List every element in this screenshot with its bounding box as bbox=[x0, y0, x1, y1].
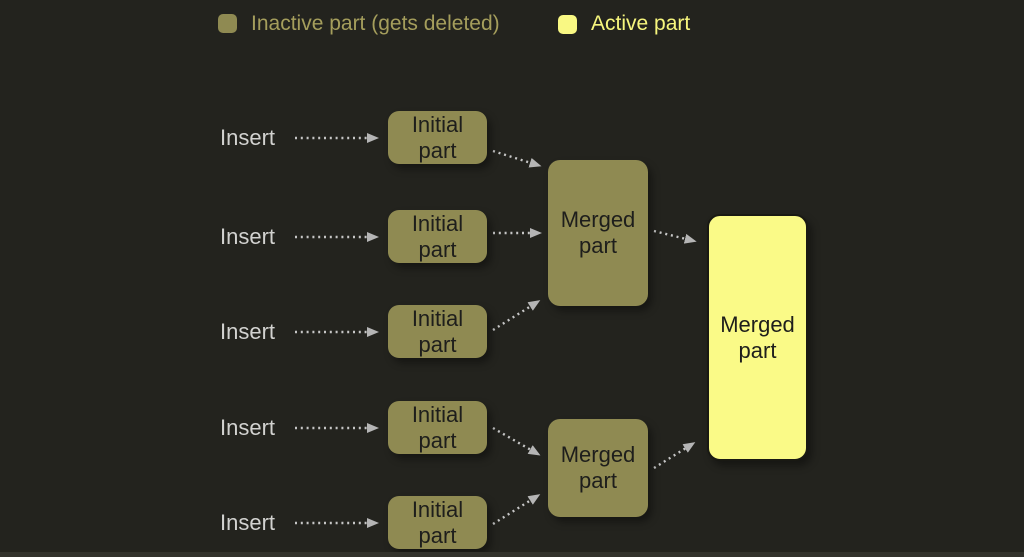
initial-part-box-2: Initial part bbox=[388, 210, 487, 263]
initial-part-box-3: Initial part bbox=[388, 305, 487, 358]
insert-label-3: Insert bbox=[220, 319, 276, 344]
node-label-line: Initial bbox=[411, 496, 464, 522]
node-label-line: part bbox=[418, 522, 457, 548]
active-merged-part-box: Merged part bbox=[707, 214, 808, 461]
node-label-line: part bbox=[418, 236, 457, 262]
node-label-line: Initial bbox=[411, 210, 464, 236]
node-label-line: Merged bbox=[560, 207, 636, 232]
insert-label-2: Insert bbox=[220, 224, 276, 249]
node-label-line: part bbox=[579, 233, 617, 258]
arrow-initial-5-to-merged-2 bbox=[492, 494, 541, 526]
legend-swatch-inactive bbox=[218, 14, 237, 33]
window-bottom-edge bbox=[0, 552, 1024, 557]
initial-part-box-5: Initial part bbox=[388, 496, 487, 549]
initial-part-box-4: Initial part bbox=[388, 401, 487, 454]
arrow-initial-3-to-merged-1 bbox=[492, 300, 541, 332]
node-label-line: part bbox=[418, 331, 457, 357]
arrow-initial-4-to-merged-2 bbox=[492, 426, 541, 456]
insert-label-4: Insert bbox=[220, 415, 276, 440]
insert-label-5: Insert bbox=[220, 510, 276, 535]
insert-label-1: Insert bbox=[220, 125, 276, 150]
node-label-line: part bbox=[418, 137, 457, 163]
node-label-line: Initial bbox=[411, 111, 464, 137]
arrow-merged-2-to-active bbox=[653, 442, 696, 470]
merged-part-box-2: Merged part bbox=[548, 419, 648, 517]
node-label-line: part bbox=[738, 337, 777, 363]
legend-active-label: Active part bbox=[591, 12, 691, 35]
merged-part-box-1: Merged part bbox=[548, 160, 648, 306]
arrow-initial-1-to-merged-1 bbox=[492, 149, 542, 168]
node-label-line: Initial bbox=[411, 401, 464, 427]
arrow-merged-1-to-active bbox=[653, 229, 697, 244]
node-label-line: part bbox=[418, 427, 457, 453]
node-label-line: part bbox=[579, 468, 617, 493]
legend-inactive-label: Inactive part (gets deleted) bbox=[251, 12, 500, 35]
legend-swatch-active bbox=[558, 15, 577, 34]
node-label-line: Merged bbox=[560, 442, 636, 467]
node-label-line: Initial bbox=[411, 305, 464, 331]
initial-part-box-1: Initial part bbox=[388, 111, 487, 164]
node-label-line: Merged bbox=[720, 311, 795, 337]
